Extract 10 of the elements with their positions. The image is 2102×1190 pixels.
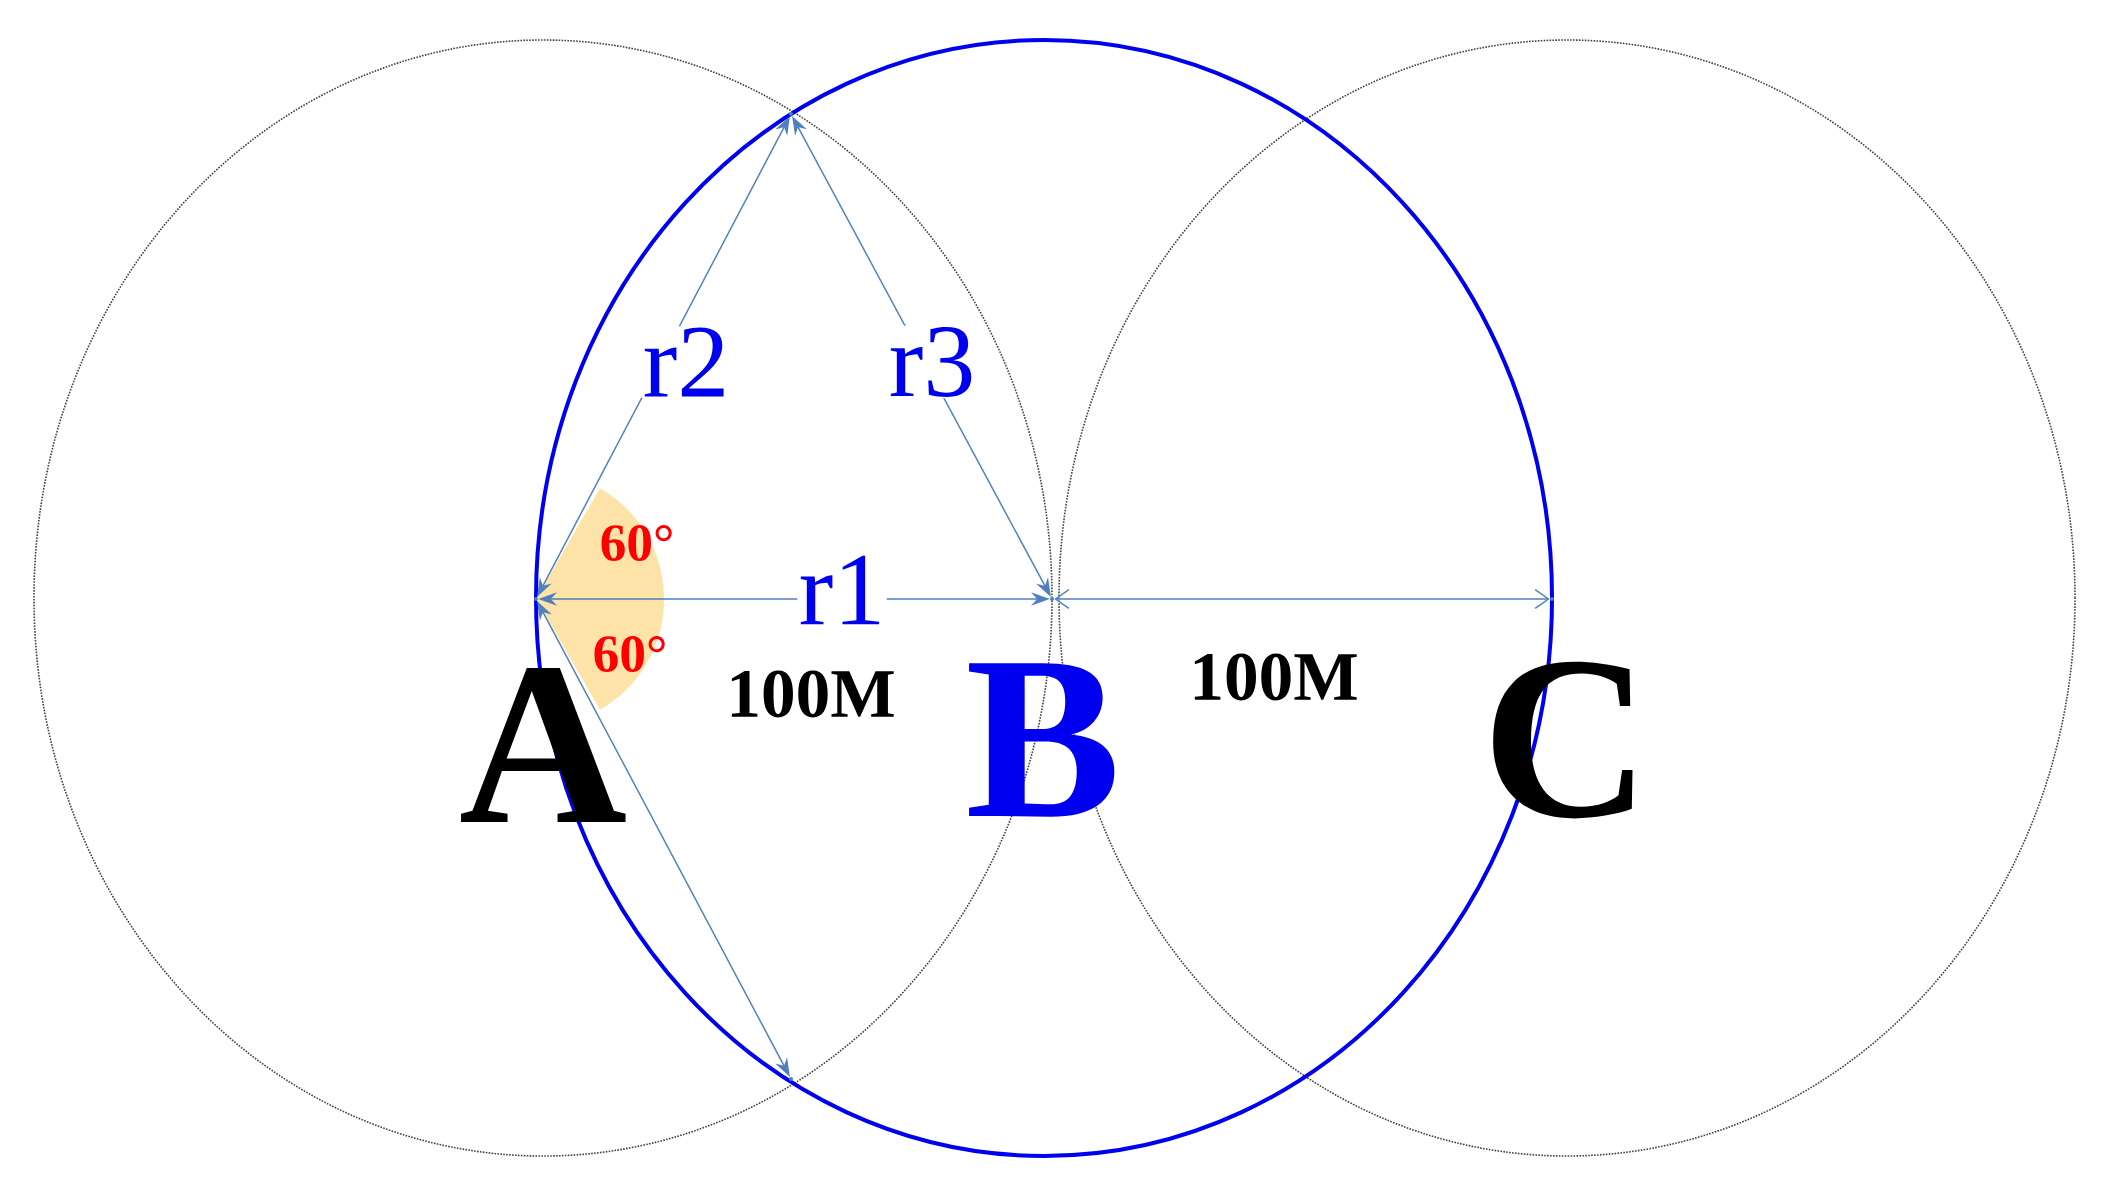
- edge-label: r1: [797, 554, 887, 626]
- edge-label: r3: [887, 325, 977, 399]
- edge-label: 100M: [1187, 652, 1361, 702]
- distance-label: 100M: [731, 670, 894, 718]
- point: [789, 112, 793, 116]
- point: [789, 1077, 793, 1081]
- point-label: B: [969, 663, 1115, 817]
- arrow: [1054, 588, 1550, 610]
- angle-label: 60°: [601, 525, 672, 561]
- edge-label: r2: [641, 326, 731, 398]
